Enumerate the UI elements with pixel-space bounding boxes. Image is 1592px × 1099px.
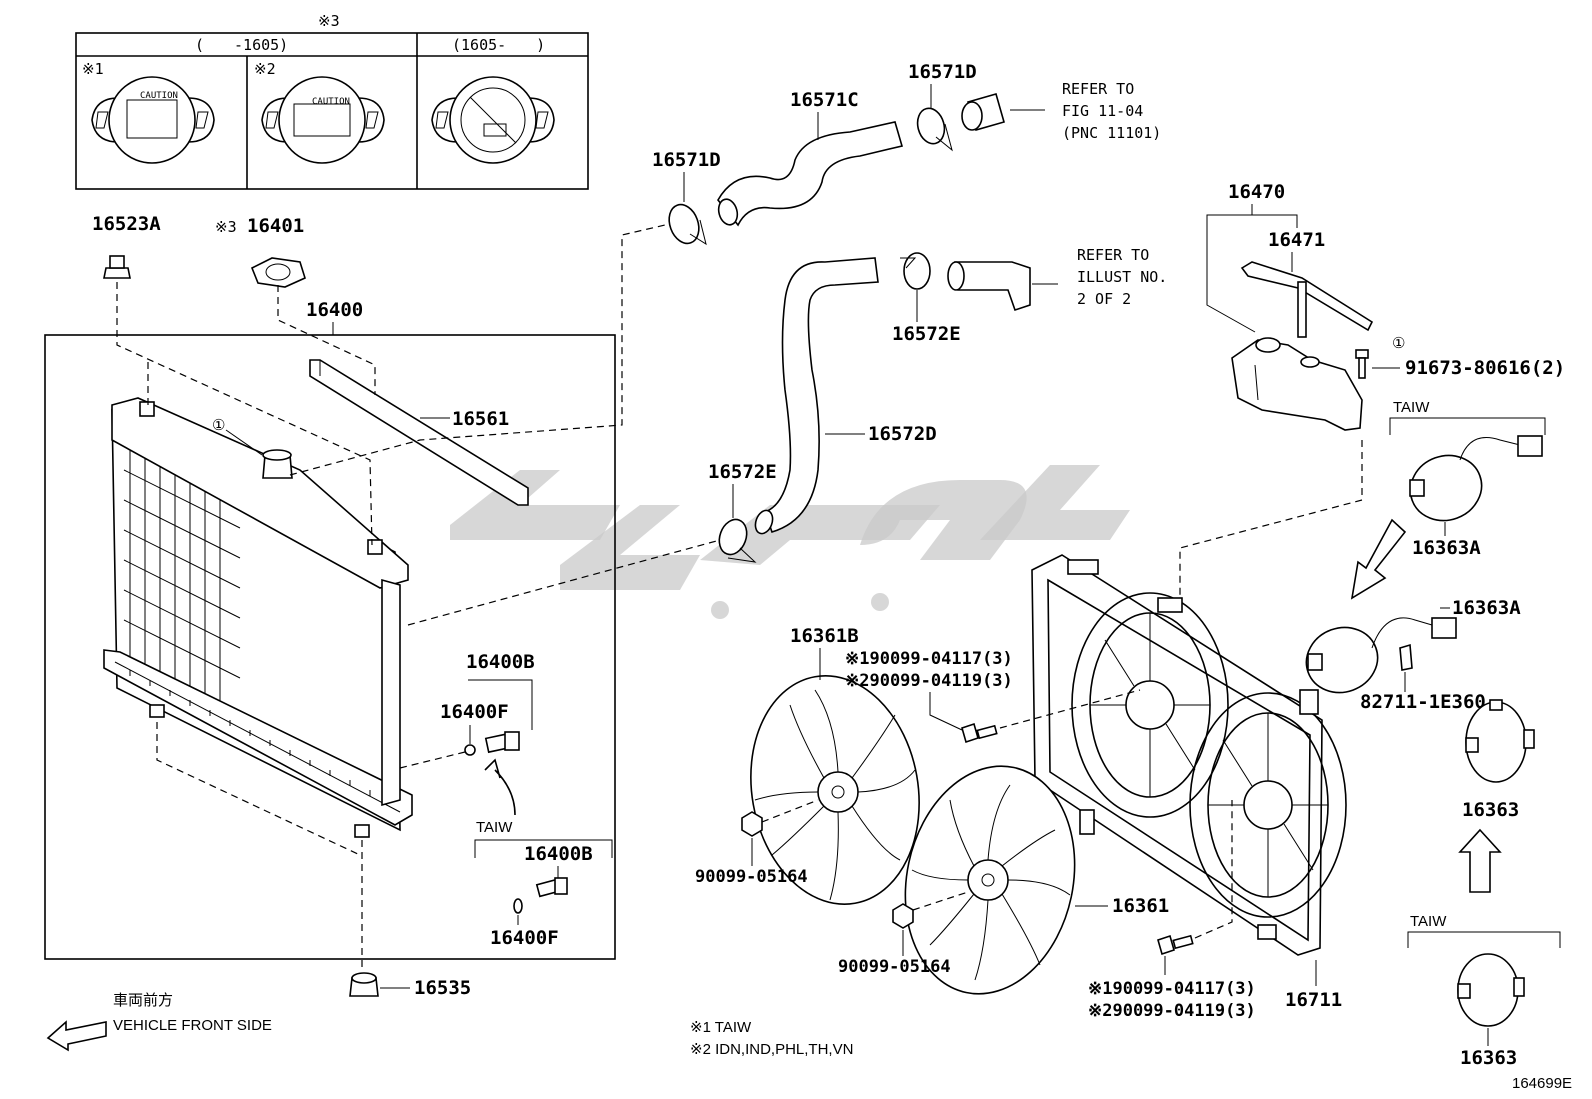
label-91673: 91673-80616(2) — [1405, 357, 1565, 379]
label-16571D-a: 16571D — [652, 149, 721, 171]
label-16401: 16401 — [247, 215, 304, 237]
label-16400F-b: 16400F — [490, 927, 559, 949]
hose-clamp-16571D-a — [668, 203, 707, 246]
fan-16361 — [904, 765, 1076, 995]
circle-1-radiator: ① — [212, 416, 225, 434]
taiw-bracket-bottom — [1407, 931, 1561, 948]
label-16400B-b: 16400B — [524, 843, 593, 865]
vehicle-front-jp: 車両前方 — [113, 992, 173, 1009]
label-82711: 82711-1E360 — [1360, 691, 1486, 713]
label-16363-a: 16363 — [1462, 799, 1519, 821]
label-16572D: 16572D — [868, 423, 937, 445]
ref-illust-line2: ILLUST NO. — [1077, 268, 1167, 286]
ref-fig-line2: FIG 11-04 — [1062, 102, 1143, 120]
footnote-1: ※1 TAIW — [690, 1019, 752, 1036]
nut-90099-b — [892, 903, 914, 929]
label-16470: 16470 — [1228, 181, 1285, 203]
fan-motor-16363-bottom — [1457, 953, 1525, 1027]
bolt-group-b — [1157, 934, 1194, 956]
fan-16361B — [750, 675, 920, 905]
drain-cock-16400B — [464, 731, 520, 756]
label-16561: 16561 — [452, 408, 509, 430]
radiator-cap-table: ※3 ( -1605) (1605- ) ※1 ※2 CAUTION CAUTI… — [75, 12, 589, 190]
ref-illust-line3: 2 OF 2 — [1077, 290, 1131, 308]
label-90099-a: 90099-05164 — [695, 867, 808, 887]
arrow-up-icon — [1458, 828, 1502, 893]
taiw-arrow-drain — [484, 758, 516, 816]
upper-hose-16571C — [717, 121, 904, 227]
label-bolt-a1: ※190099-04117(3) — [845, 649, 1013, 669]
label-bolt-a2: ※290099-04119(3) — [845, 671, 1013, 691]
table-col-left-range: ( -1605) — [195, 36, 288, 54]
label-16363A-b: 16363A — [1452, 597, 1521, 619]
label-16400F-a: 16400F — [440, 701, 509, 723]
label-16523A: 16523A — [92, 213, 161, 235]
taiw-label-drain: TAIW — [476, 819, 513, 836]
fan-motor-16363-mid — [1465, 699, 1535, 783]
diagram-id: 164699E — [1512, 1075, 1572, 1092]
cushion-16535 — [349, 972, 379, 997]
label-16711: 16711 — [1285, 989, 1342, 1011]
radiator-assembly-frame — [44, 334, 616, 960]
cap-2-caution: CAUTION — [312, 97, 350, 107]
table-note-2: ※2 — [254, 60, 276, 78]
drain-plug-16523A — [103, 255, 131, 279]
label-16363A-a: 16363A — [1412, 537, 1481, 559]
table-col-right-range: (1605- ) — [452, 36, 545, 54]
table-group-mark: ※3 — [318, 12, 340, 30]
radiator-cap-1: CAUTION — [91, 76, 215, 164]
drain-cock-taiw — [513, 877, 568, 914]
radiator-core — [103, 397, 413, 838]
vehicle-front-arrow-icon — [46, 1020, 107, 1052]
label-16571C: 16571C — [790, 89, 859, 111]
reservoir-tank-16470 — [1231, 337, 1363, 431]
label-16361: 16361 — [1112, 895, 1169, 917]
vehicle-front-en: VEHICLE FRONT SIDE — [113, 1017, 272, 1034]
radiator-cap-2: CAUTION — [261, 76, 385, 164]
taiw-label-motor-bottom: TAIW — [1410, 913, 1447, 930]
table-note-1: ※1 — [82, 60, 104, 78]
label-16361B: 16361B — [790, 625, 859, 647]
bolt-91673 — [1355, 349, 1369, 379]
hose-clamp-16571D-b — [916, 107, 953, 152]
footnote-2: ※2 IDN,IND,PHL,TH,VN — [690, 1041, 853, 1058]
label-16572E-b: 16572E — [708, 461, 777, 483]
circle-1-reservoir: ① — [1392, 334, 1405, 352]
lower-hose-16572D — [754, 257, 879, 535]
fan-shroud-16711 — [1031, 554, 1347, 956]
label-16363-b: 16363 — [1460, 1047, 1517, 1069]
ref-fig-line1: REFER TO — [1062, 80, 1134, 98]
label-90099-b: 90099-05164 — [838, 957, 951, 977]
ref-illust-line1: REFER TO — [1077, 246, 1149, 264]
cap-gasket-16401 — [250, 257, 306, 288]
label-16400: 16400 — [306, 299, 363, 321]
bolt-group-a — [961, 722, 998, 744]
water-outlet-fitting — [947, 261, 1031, 312]
label-bolt-b2: ※290099-04119(3) — [1088, 1001, 1256, 1021]
label-16571D-b: 16571D — [908, 61, 977, 83]
hose-clamp-16572E-a — [900, 252, 931, 290]
ref-fig-line3: (PNC 11101) — [1062, 124, 1161, 142]
label-16401-prefix: ※3 — [215, 218, 237, 236]
label-16471: 16471 — [1268, 229, 1325, 251]
arrow-down-left-icon — [1350, 518, 1407, 600]
hose-clamp-16572E-b — [718, 518, 757, 563]
nut-90099-a — [741, 811, 763, 837]
radiator-cap-3 — [431, 76, 555, 164]
cap-1-caution: CAUTION — [140, 91, 178, 101]
fan-motor-16363A-top — [1409, 435, 1543, 522]
label-16400B-a: 16400B — [466, 651, 535, 673]
label-bolt-b1: ※190099-04117(3) — [1088, 979, 1256, 999]
hose-fitting-upper — [961, 93, 1005, 131]
fan-motor-16363A-exploded — [1305, 617, 1457, 694]
taiw-label-motor-top: TAIW — [1393, 399, 1430, 416]
reservoir-hose-16471 — [1240, 261, 1374, 338]
label-16535: 16535 — [414, 977, 471, 999]
taiw-bracket-top — [1389, 417, 1546, 435]
label-16572E-a: 16572E — [892, 323, 961, 345]
seal-strip-16561 — [309, 359, 529, 506]
